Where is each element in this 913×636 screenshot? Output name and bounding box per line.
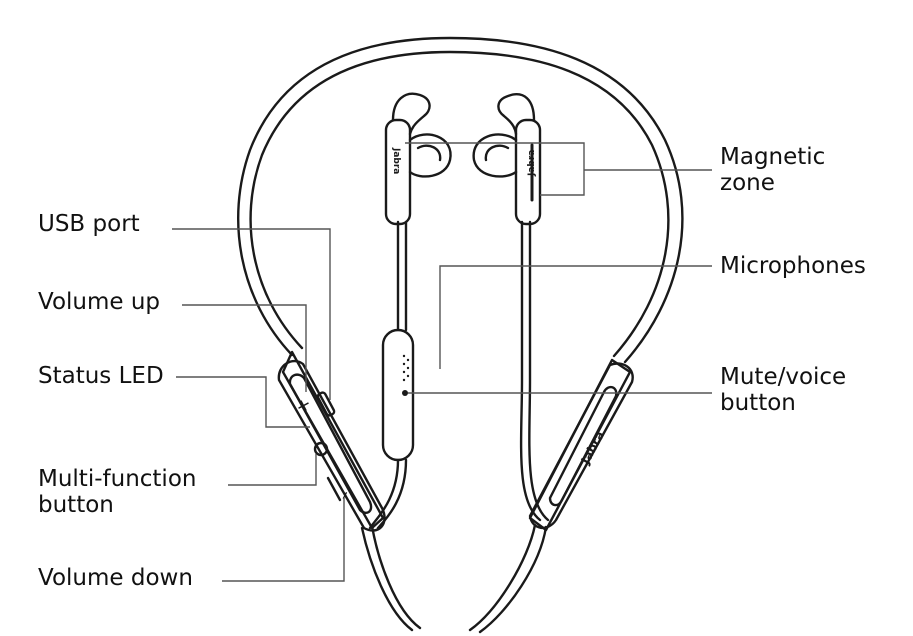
right-module <box>528 358 634 532</box>
multi-function-button <box>313 441 329 457</box>
microphones-label: Microphones <box>720 253 866 279</box>
mute-voice-label-line1: Mute/voice <box>720 364 847 390</box>
right-earbud <box>472 93 542 226</box>
right-lower-cable <box>468 523 537 632</box>
volume-down-label: Volume down <box>38 565 193 591</box>
volume-down-slot <box>326 476 342 502</box>
left-earbud-brand: Jabra <box>391 147 401 174</box>
mute-voice-label-line2: button <box>720 390 796 416</box>
usb-port-label: USB port <box>38 211 140 237</box>
left-lower-cable-2 <box>360 526 414 632</box>
right-earbud-brand: Jabra <box>527 150 537 177</box>
multi-function-label-line1: Multi-function <box>38 466 197 492</box>
neckband-inner <box>249 50 670 358</box>
neckband <box>236 36 684 364</box>
right-earbud-cable-2 <box>528 220 550 522</box>
status-led-leader <box>176 376 310 428</box>
remote-lower-cable <box>368 458 400 530</box>
magnetic-zone-label-line1: Magnetic <box>720 144 826 170</box>
multi-function-label-line2: button <box>38 492 114 518</box>
left-control-module <box>277 350 386 532</box>
right-earbud-cable <box>519 220 542 522</box>
remote-lower-cable-2 <box>376 458 408 530</box>
left-lower-cable <box>370 524 422 630</box>
inline-remote <box>381 328 415 462</box>
microphones-leader <box>439 265 712 369</box>
volume-down-leader <box>222 498 345 582</box>
usb-port-leader <box>172 228 331 400</box>
volume-up-symbol: + <box>292 393 315 419</box>
microphone-grille <box>402 354 410 382</box>
magnetic-zone-bracket <box>405 142 585 196</box>
volume-up-leader <box>182 304 307 392</box>
magnetic-zone-label-line2: zone <box>720 170 775 196</box>
right-lower-cable-2 <box>478 525 548 634</box>
left-earbud <box>384 92 452 226</box>
mute-voice-button <box>402 390 408 396</box>
usb-port <box>316 391 336 417</box>
multi-function-leader <box>228 454 317 486</box>
status-led-label: Status LED <box>38 363 164 389</box>
volume-up-label: Volume up <box>38 289 161 315</box>
